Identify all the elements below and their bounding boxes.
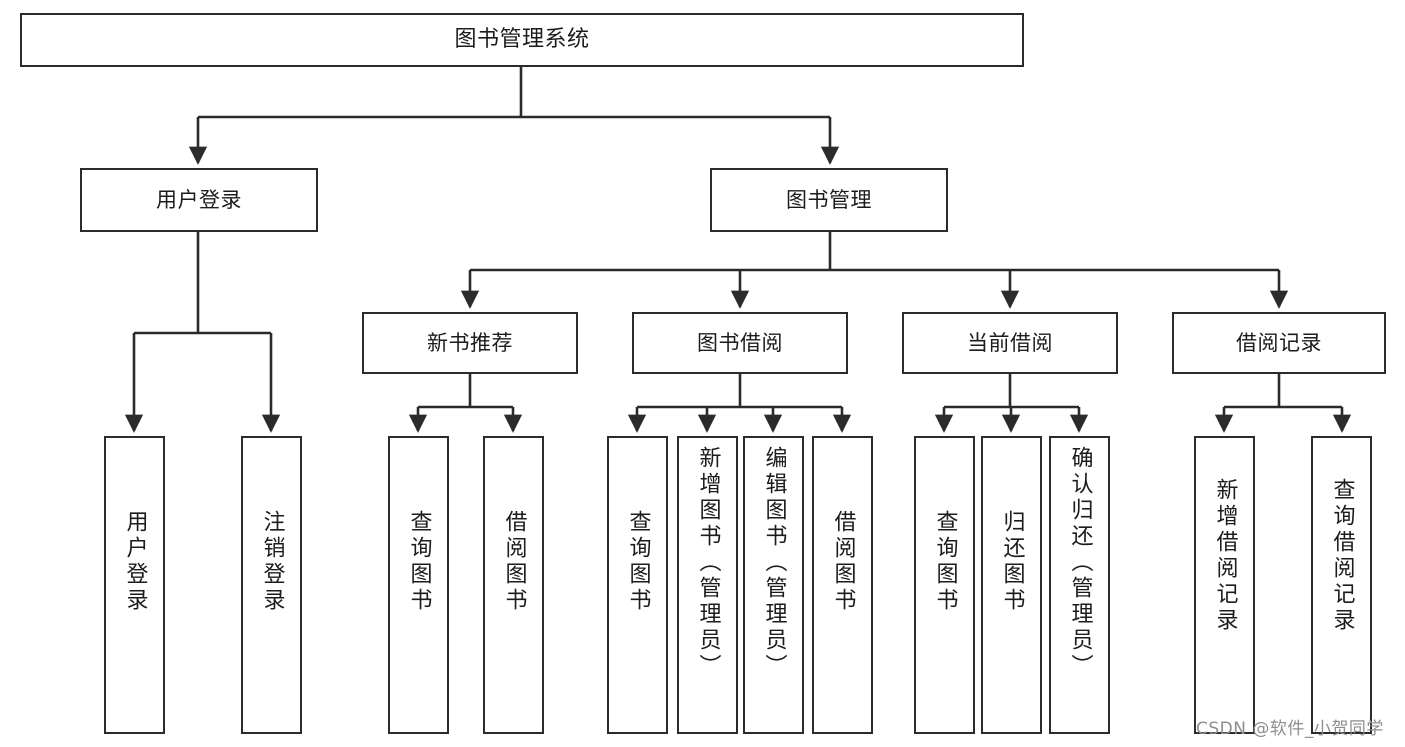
node-book-borrow-label: 图书借阅 xyxy=(697,330,783,355)
node-leaf-add-record-label: 新增借阅记录 xyxy=(1212,478,1238,634)
node-leaf-query-book-2-label: 查询图书 xyxy=(625,510,651,614)
node-leaf-user-login[interactable]: 用户登录 xyxy=(104,436,165,734)
node-root-label: 图书管理系统 xyxy=(454,27,590,53)
node-leaf-query-book-3-label: 查询图书 xyxy=(932,510,958,614)
node-leaf-confirm-return-label: 确认归还（管理员） xyxy=(1067,446,1093,680)
node-borrow-record[interactable]: 借阅记录 xyxy=(1172,312,1386,374)
node-leaf-query-book-1-label: 查询图书 xyxy=(406,510,432,614)
node-leaf-return-book[interactable]: 归还图书 xyxy=(981,436,1042,734)
node-book-borrow[interactable]: 图书借阅 xyxy=(632,312,848,374)
node-leaf-query-book-2[interactable]: 查询图书 xyxy=(607,436,668,734)
node-leaf-borrow-book-1[interactable]: 借阅图书 xyxy=(483,436,544,734)
node-leaf-edit-book[interactable]: 编辑图书（管理员） xyxy=(743,436,804,734)
node-leaf-edit-book-label: 编辑图书（管理员） xyxy=(761,446,787,680)
node-user-login-label: 用户登录 xyxy=(156,187,242,212)
node-leaf-user-logout[interactable]: 注销登录 xyxy=(241,436,302,734)
node-root[interactable]: 图书管理系统 xyxy=(20,13,1024,67)
node-leaf-query-record-label: 查询借阅记录 xyxy=(1329,478,1355,634)
node-book-manage[interactable]: 图书管理 xyxy=(710,168,948,232)
node-leaf-borrow-book-2-label: 借阅图书 xyxy=(830,510,856,614)
node-leaf-confirm-return[interactable]: 确认归还（管理员） xyxy=(1049,436,1110,734)
watermark: CSDN @软件_小贺同学 xyxy=(1196,719,1384,739)
node-new-book-recommend-label: 新书推荐 xyxy=(427,330,513,355)
node-leaf-query-book-1[interactable]: 查询图书 xyxy=(388,436,449,734)
node-leaf-user-logout-label: 注销登录 xyxy=(259,510,285,614)
node-borrow-record-label: 借阅记录 xyxy=(1236,330,1322,355)
node-leaf-query-book-3[interactable]: 查询图书 xyxy=(914,436,975,734)
node-leaf-add-record[interactable]: 新增借阅记录 xyxy=(1194,436,1255,734)
node-new-book-recommend[interactable]: 新书推荐 xyxy=(362,312,578,374)
node-leaf-borrow-book-2[interactable]: 借阅图书 xyxy=(812,436,873,734)
node-book-manage-label: 图书管理 xyxy=(786,187,872,212)
node-current-borrow[interactable]: 当前借阅 xyxy=(902,312,1118,374)
node-current-borrow-label: 当前借阅 xyxy=(967,330,1053,355)
node-leaf-query-record[interactable]: 查询借阅记录 xyxy=(1311,436,1372,734)
node-leaf-add-book[interactable]: 新增图书（管理员） xyxy=(677,436,738,734)
node-leaf-add-book-label: 新增图书（管理员） xyxy=(695,446,721,680)
node-leaf-return-book-label: 归还图书 xyxy=(999,510,1025,614)
node-leaf-user-login-label: 用户登录 xyxy=(122,510,148,614)
node-leaf-borrow-book-1-label: 借阅图书 xyxy=(501,510,527,614)
node-user-login[interactable]: 用户登录 xyxy=(80,168,318,232)
